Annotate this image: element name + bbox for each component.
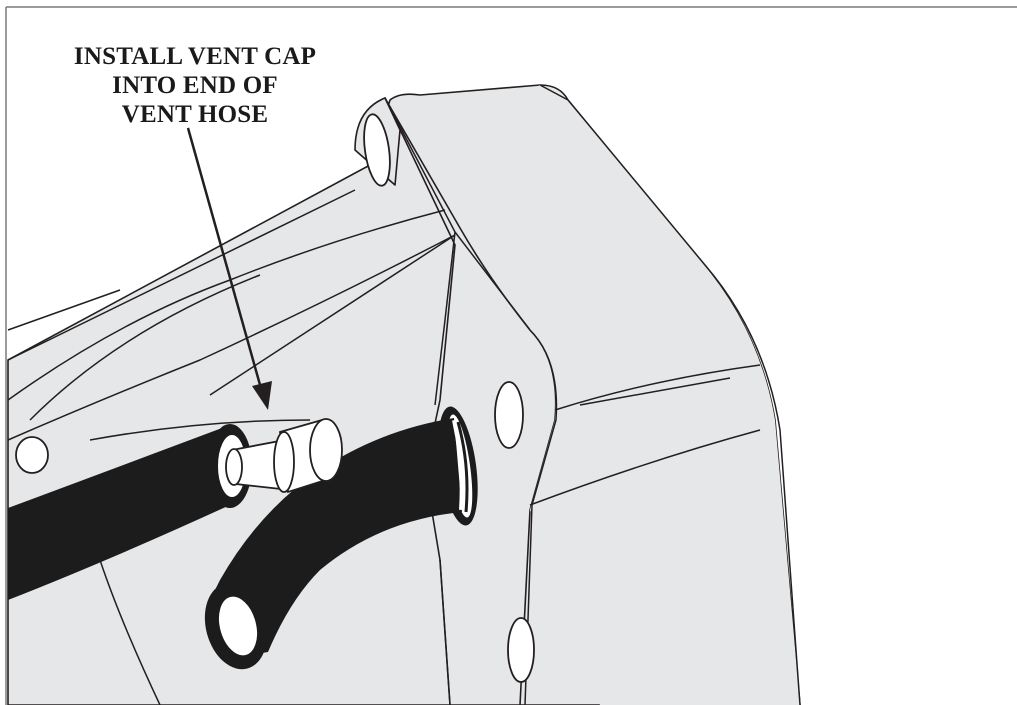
frame-border bbox=[5, 6, 1017, 705]
callout-arrow-icon bbox=[186, 127, 272, 410]
mounting-holes bbox=[15, 113, 535, 683]
vent-hose-icon bbox=[204, 418, 469, 670]
housing-contour-lines bbox=[7, 84, 801, 705]
callout-line-3: VENT HOSE bbox=[121, 101, 269, 128]
vent-cap-icon bbox=[225, 418, 343, 494]
gearcase-housing-icon bbox=[7, 84, 801, 705]
callout-line-1: INSTALL VENT CAP bbox=[73, 43, 317, 70]
callout-line-2: INTO END OF bbox=[112, 72, 278, 99]
callout-label: INSTALL VENT CAP INTO END OF VENT HOSE bbox=[40, 42, 350, 129]
